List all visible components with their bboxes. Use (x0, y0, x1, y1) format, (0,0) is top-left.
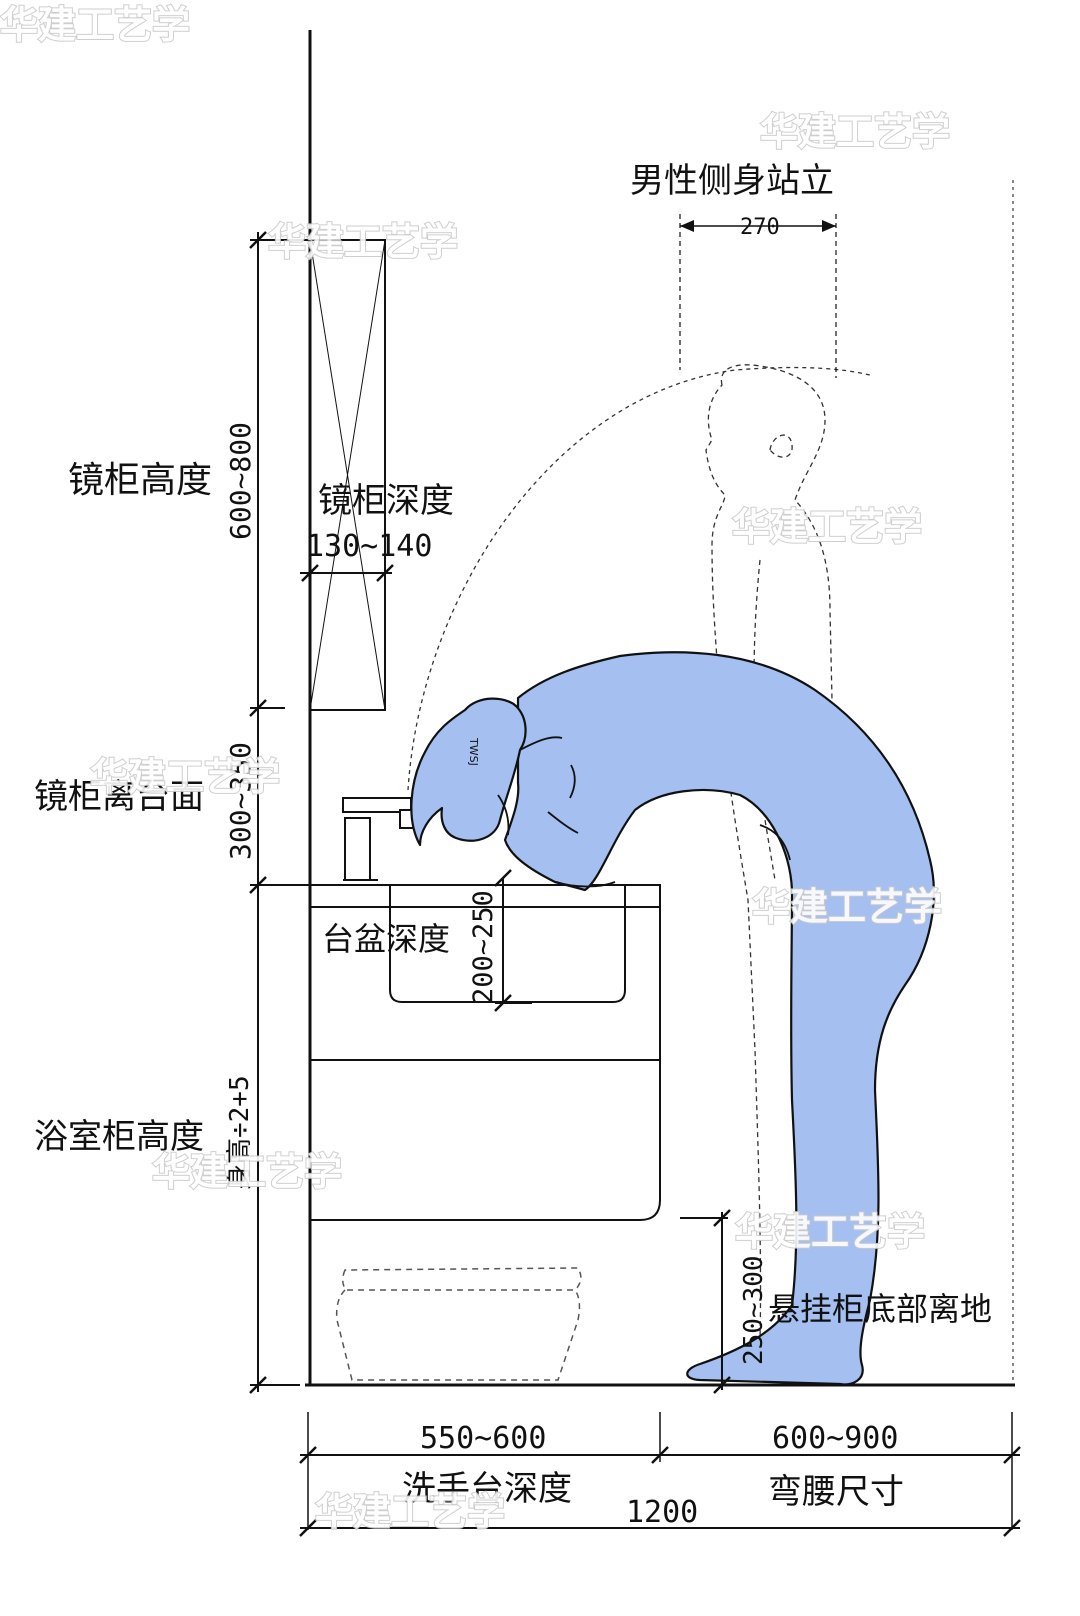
male-side-standing-label: 男性侧身站立 (630, 161, 834, 201)
watermark: 华建工艺学 (90, 755, 280, 799)
toilet-outline (335, 1267, 582, 1381)
mirror-cabinet (309, 239, 386, 711)
watermark: 华建工艺学 (152, 1150, 342, 1194)
total-dim: 1200 (626, 1495, 698, 1530)
watermark: 华建工艺学 (268, 220, 458, 264)
hanging-cabinet-bottom-dim: 250~300 (739, 1255, 769, 1365)
watermark: 华建工艺学 (752, 885, 942, 929)
basin-depth-dim: 200~250 (468, 890, 499, 1004)
mirror-cabinet-height-dim: 600~800 (224, 422, 257, 540)
bending-label: 弯腰尺寸 (768, 1472, 904, 1512)
watermark: 华建工艺学 (735, 1210, 925, 1254)
vanity-cabinet (309, 884, 661, 1221)
counter-depth-dim: 550~600 (420, 1421, 546, 1456)
bending-dim: 600~900 (772, 1421, 898, 1456)
mirror-cabinet-height-label: 镜柜高度 (68, 460, 212, 501)
faucet (342, 797, 419, 881)
mirror-cabinet-depth-label: 镜柜深度 (318, 481, 454, 521)
hanging-cabinet-bottom-label: 悬挂柜底部离地 (768, 1290, 992, 1328)
vanity-height-dim: 身高÷2+5 (225, 1075, 255, 1190)
basin-depth-label: 台盆深度 (322, 920, 450, 958)
watermarks: 华建工艺学 华建工艺学 华建工艺学 华建工艺学 华建工艺学 华建工艺学 华建工艺… (0, 2, 951, 1535)
counter-depth-label: 洗手台深度 (402, 1469, 572, 1509)
bending-reach-arc (407, 366, 871, 791)
vanity-height-label: 浴室柜高度 (34, 1117, 204, 1157)
vanity-body (310, 906, 661, 1221)
watermark: 华建工艺学 (0, 3, 190, 47)
watermark: 华建工艺学 (315, 1490, 505, 1534)
text-labels: 镜柜高度 600~800 镜柜深度 130~140 镜柜离台面 300~350 … (34, 161, 992, 1530)
male-width-dim: 270 (740, 215, 780, 240)
mirror-to-counter-dim: 300~350 (224, 742, 257, 860)
watermark: 华建工艺学 (760, 110, 950, 154)
bending-figure: TWSJ (410, 651, 935, 1386)
mirror-to-counter-label: 镜柜离台面 (34, 777, 204, 817)
dimension-lines (249, 214, 1021, 1537)
mirror-cabinet-depth-dim: 130~140 (306, 529, 432, 564)
watermark: 华建工艺学 (732, 505, 922, 549)
faucet-mark-text: TWSJ (467, 737, 480, 766)
